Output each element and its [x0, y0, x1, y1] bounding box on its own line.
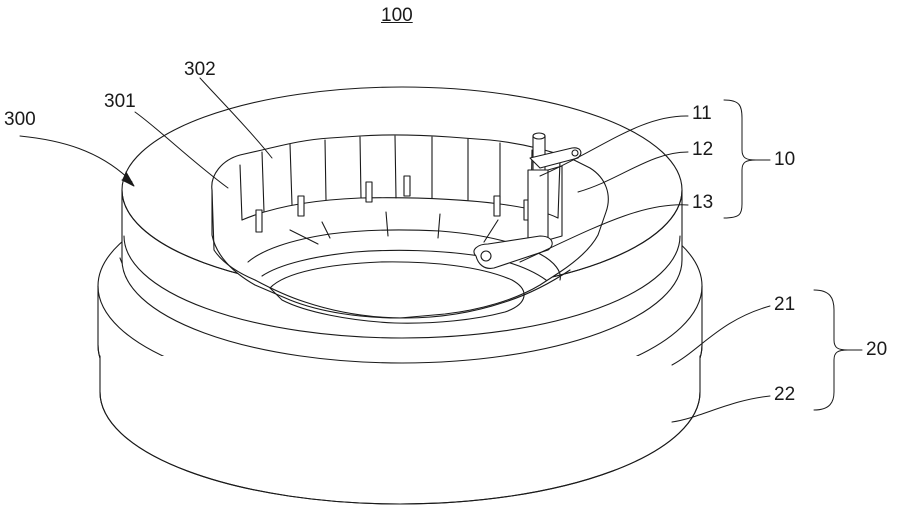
pin [256, 210, 262, 232]
ref-label-mechanism-part-1: 11 [692, 104, 712, 124]
pin [298, 196, 304, 216]
housing-body [122, 87, 682, 363]
ref-label-mechanism-part-2: 12 [692, 140, 713, 160]
ref-label-recess: 302 [184, 60, 216, 80]
pin [404, 176, 410, 196]
brace-20 [814, 290, 848, 410]
brace-10 [724, 100, 756, 218]
pin [366, 182, 372, 202]
ref-label-base: 20 [866, 340, 887, 360]
ref-label-housing: 300 [4, 110, 36, 130]
base-lower-ring-wall [100, 356, 700, 504]
ref-label-mechanism: 10 [774, 150, 795, 170]
ref-label-mechanism-part-3: 13 [692, 193, 713, 213]
ref-label-base-upper-ring: 21 [774, 295, 795, 315]
mechanism-shaft-cap [533, 133, 545, 139]
figure-number-label: 100 [381, 6, 413, 26]
leader-300 [20, 136, 132, 182]
mechanism-column [528, 170, 548, 240]
pin [494, 196, 500, 216]
ref-label-base-lower-ring: 22 [774, 385, 795, 405]
ref-label-inner-wall: 301 [104, 92, 136, 112]
